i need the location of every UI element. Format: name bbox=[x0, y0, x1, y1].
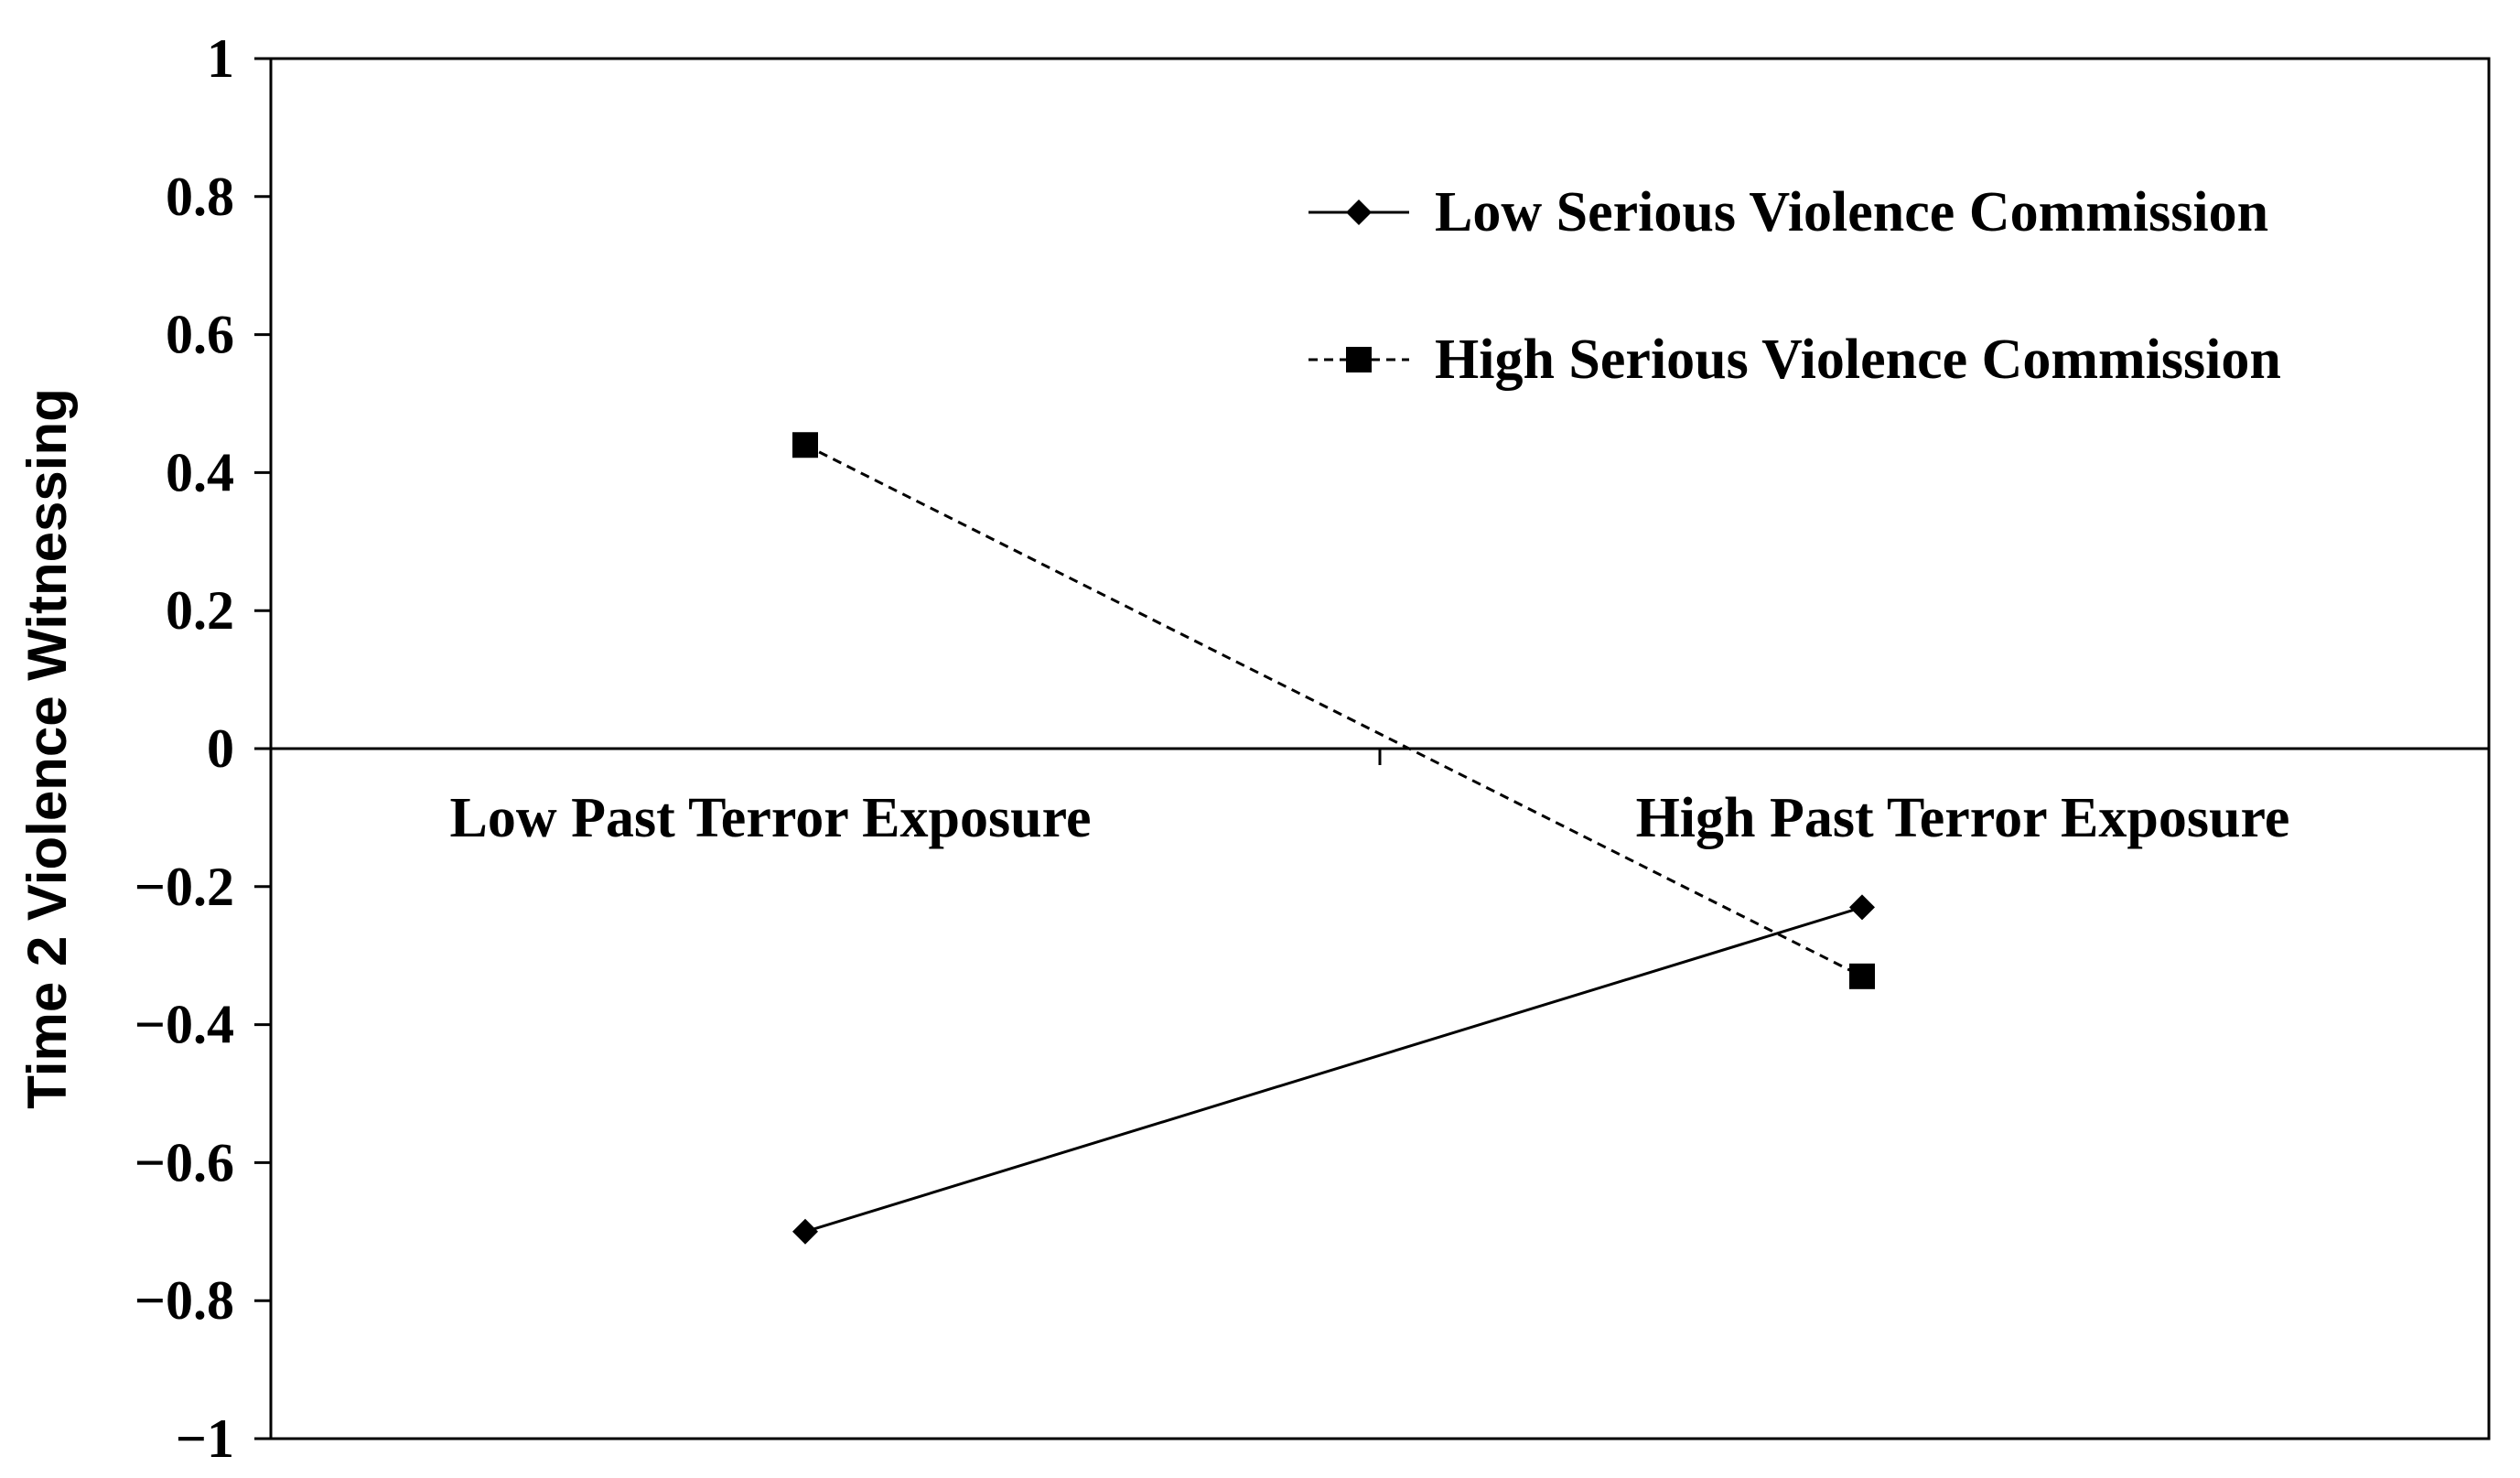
y-tick-label: −0.6 bbox=[135, 1132, 234, 1192]
series-low-serious-violence-commission bbox=[792, 894, 1875, 1245]
legend-label: High Serious Violence Commission bbox=[1435, 329, 2281, 391]
x-category-label: High Past Terror Exposure bbox=[1636, 787, 2290, 849]
square-marker bbox=[1346, 347, 1372, 372]
y-tick-label: −0.2 bbox=[135, 857, 234, 917]
square-marker bbox=[792, 432, 818, 459]
y-tick-label: −1 bbox=[176, 1408, 234, 1469]
y-axis-ticks: 1 0.8 0.6 0.4 0.2 0 −0.2 −0.4 −0.6 −0.8 −1 bbox=[135, 28, 271, 1469]
y-tick-label: 0.8 bbox=[166, 167, 234, 227]
series-line bbox=[804, 905, 1863, 1234]
y-tick-label: 0.4 bbox=[166, 442, 234, 502]
y-tick-label: 0.6 bbox=[166, 305, 234, 365]
y-tick-label: −0.4 bbox=[135, 995, 234, 1055]
y-axis-label: Time 2 Violence Witnessing bbox=[16, 388, 78, 1109]
x-axis-category-labels: Low Past Terror Exposure High Past Terror… bbox=[449, 787, 2289, 849]
x-category-label: Low Past Terror Exposure bbox=[449, 787, 1091, 849]
legend-label: Low Serious Violence Commission bbox=[1435, 181, 2268, 243]
y-tick-label: 0 bbox=[207, 718, 234, 779]
diamond-marker bbox=[1346, 200, 1372, 225]
series-line bbox=[804, 443, 1863, 978]
series-high-serious-violence-commission bbox=[792, 432, 1875, 989]
y-tick-label: 0.2 bbox=[166, 580, 234, 641]
square-marker bbox=[1849, 963, 1875, 989]
x-axis-zero-line bbox=[271, 747, 2489, 765]
y-tick-label: −0.8 bbox=[135, 1270, 234, 1331]
diamond-marker bbox=[1849, 894, 1875, 921]
diamond-marker bbox=[792, 1218, 818, 1245]
series-layer bbox=[792, 432, 1875, 1245]
y-tick-label: 1 bbox=[207, 28, 234, 89]
